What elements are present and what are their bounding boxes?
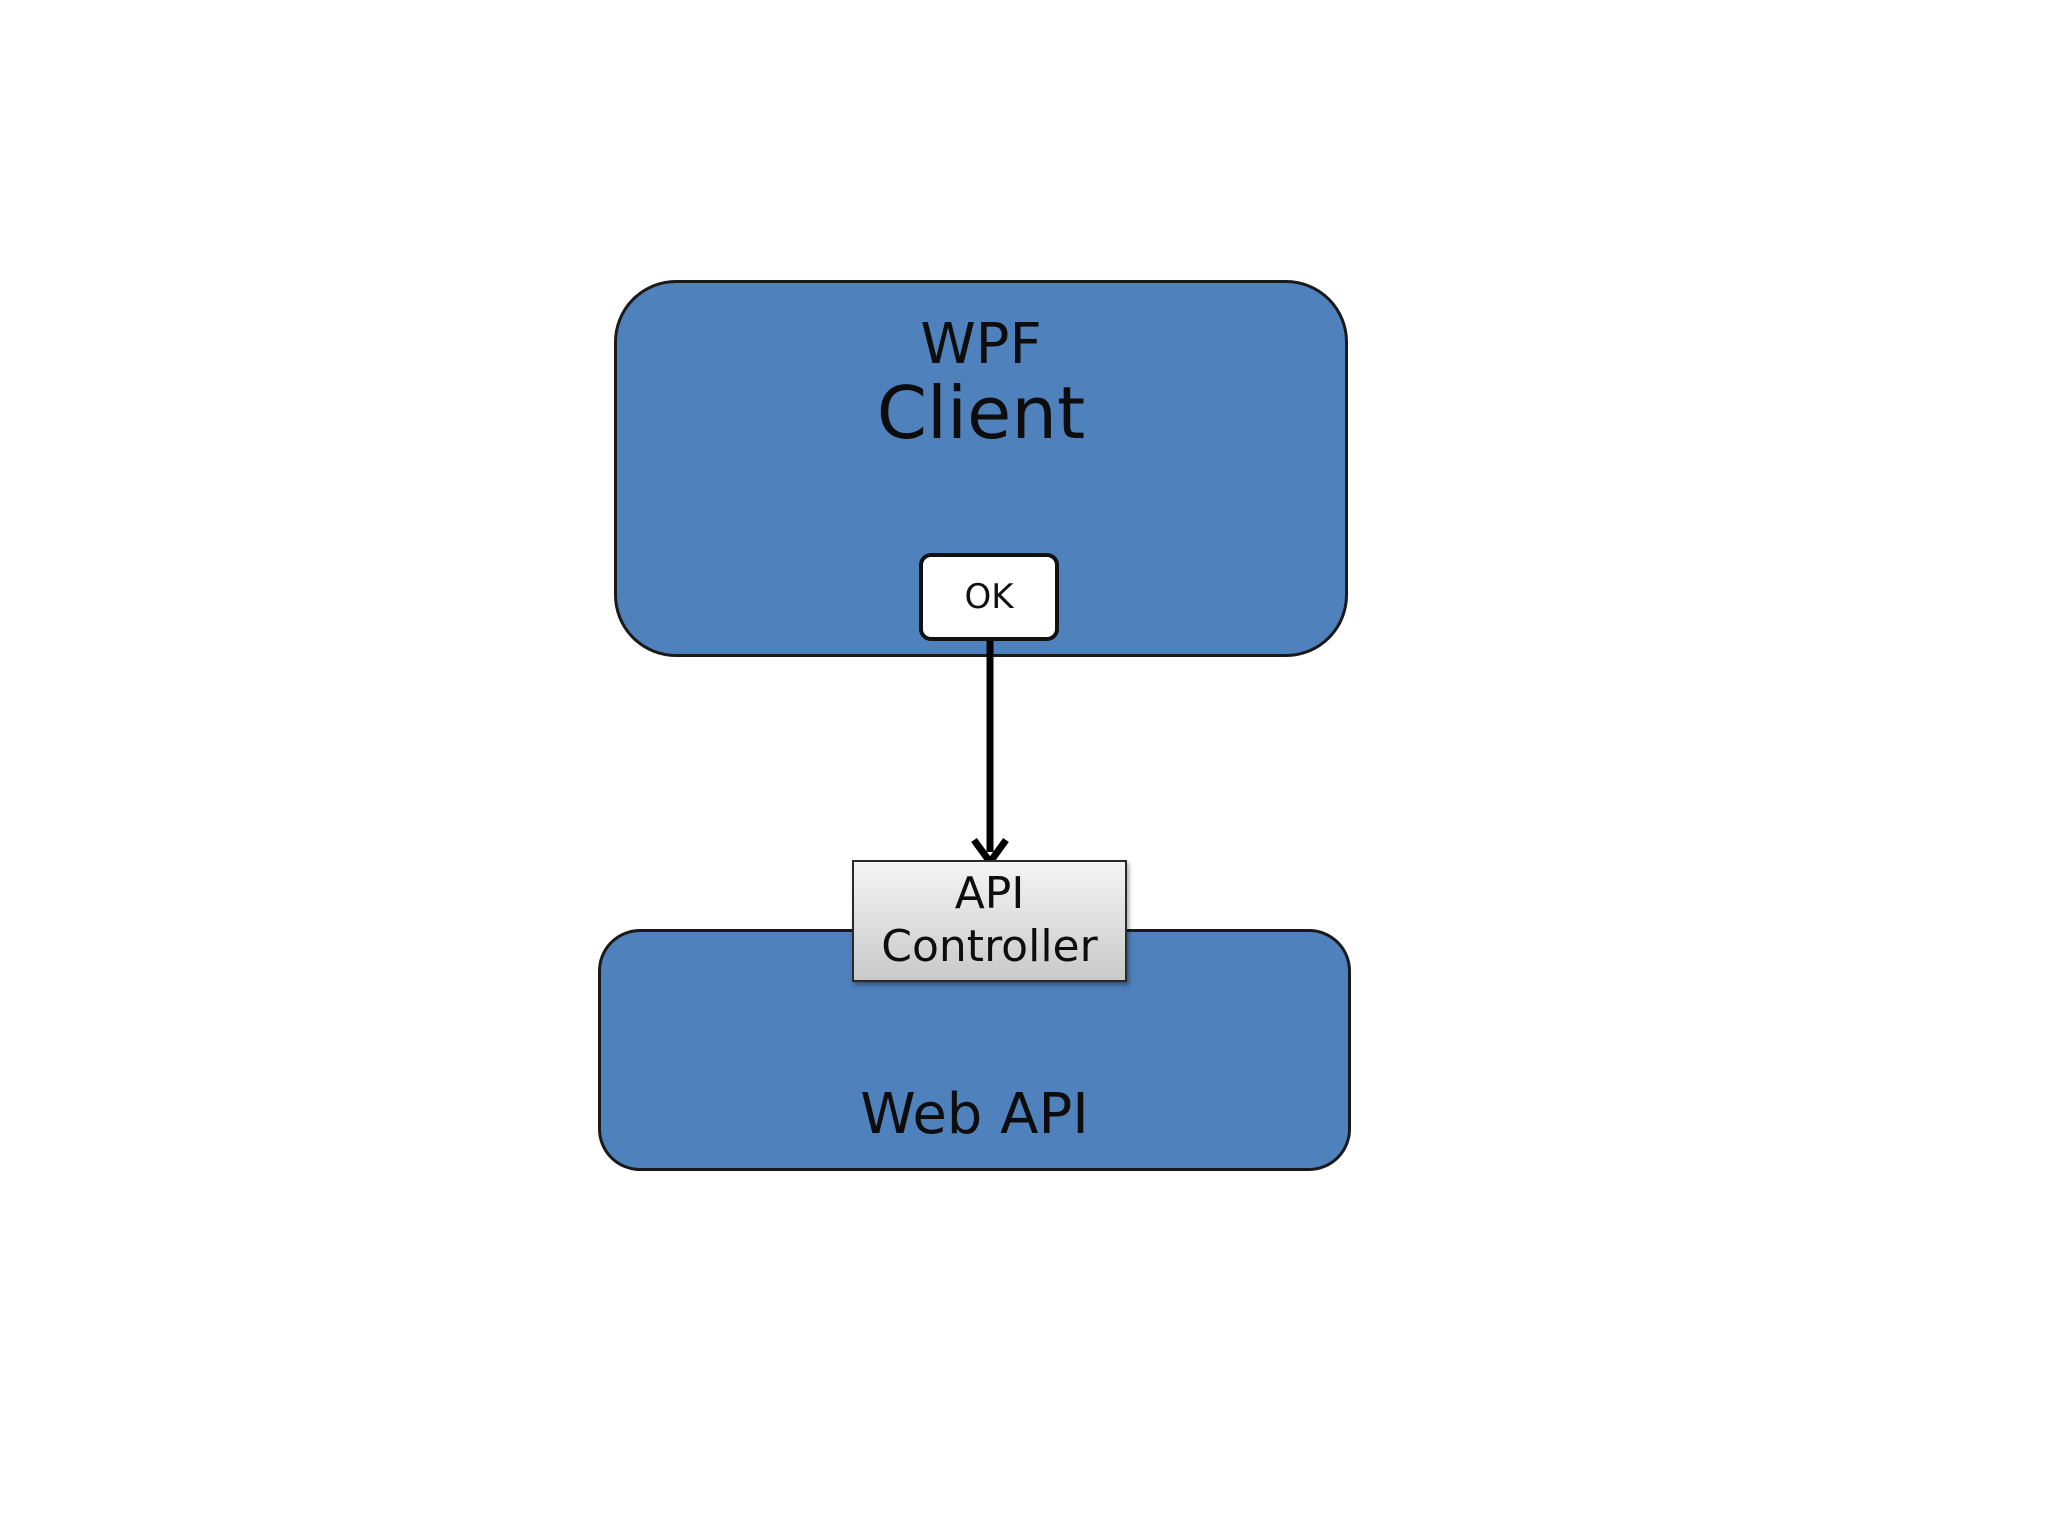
wpf-label: WPF <box>920 312 1042 377</box>
client-label: Client <box>876 371 1086 455</box>
api-controller-box: API Controller <box>852 860 1127 982</box>
web-api-label: Web API <box>860 1082 1089 1147</box>
controller-line-2: Controller <box>881 921 1098 972</box>
arrow-head <box>971 837 1009 868</box>
controller-line-1: API <box>954 868 1025 920</box>
ok-button[interactable]: OK <box>919 553 1059 641</box>
